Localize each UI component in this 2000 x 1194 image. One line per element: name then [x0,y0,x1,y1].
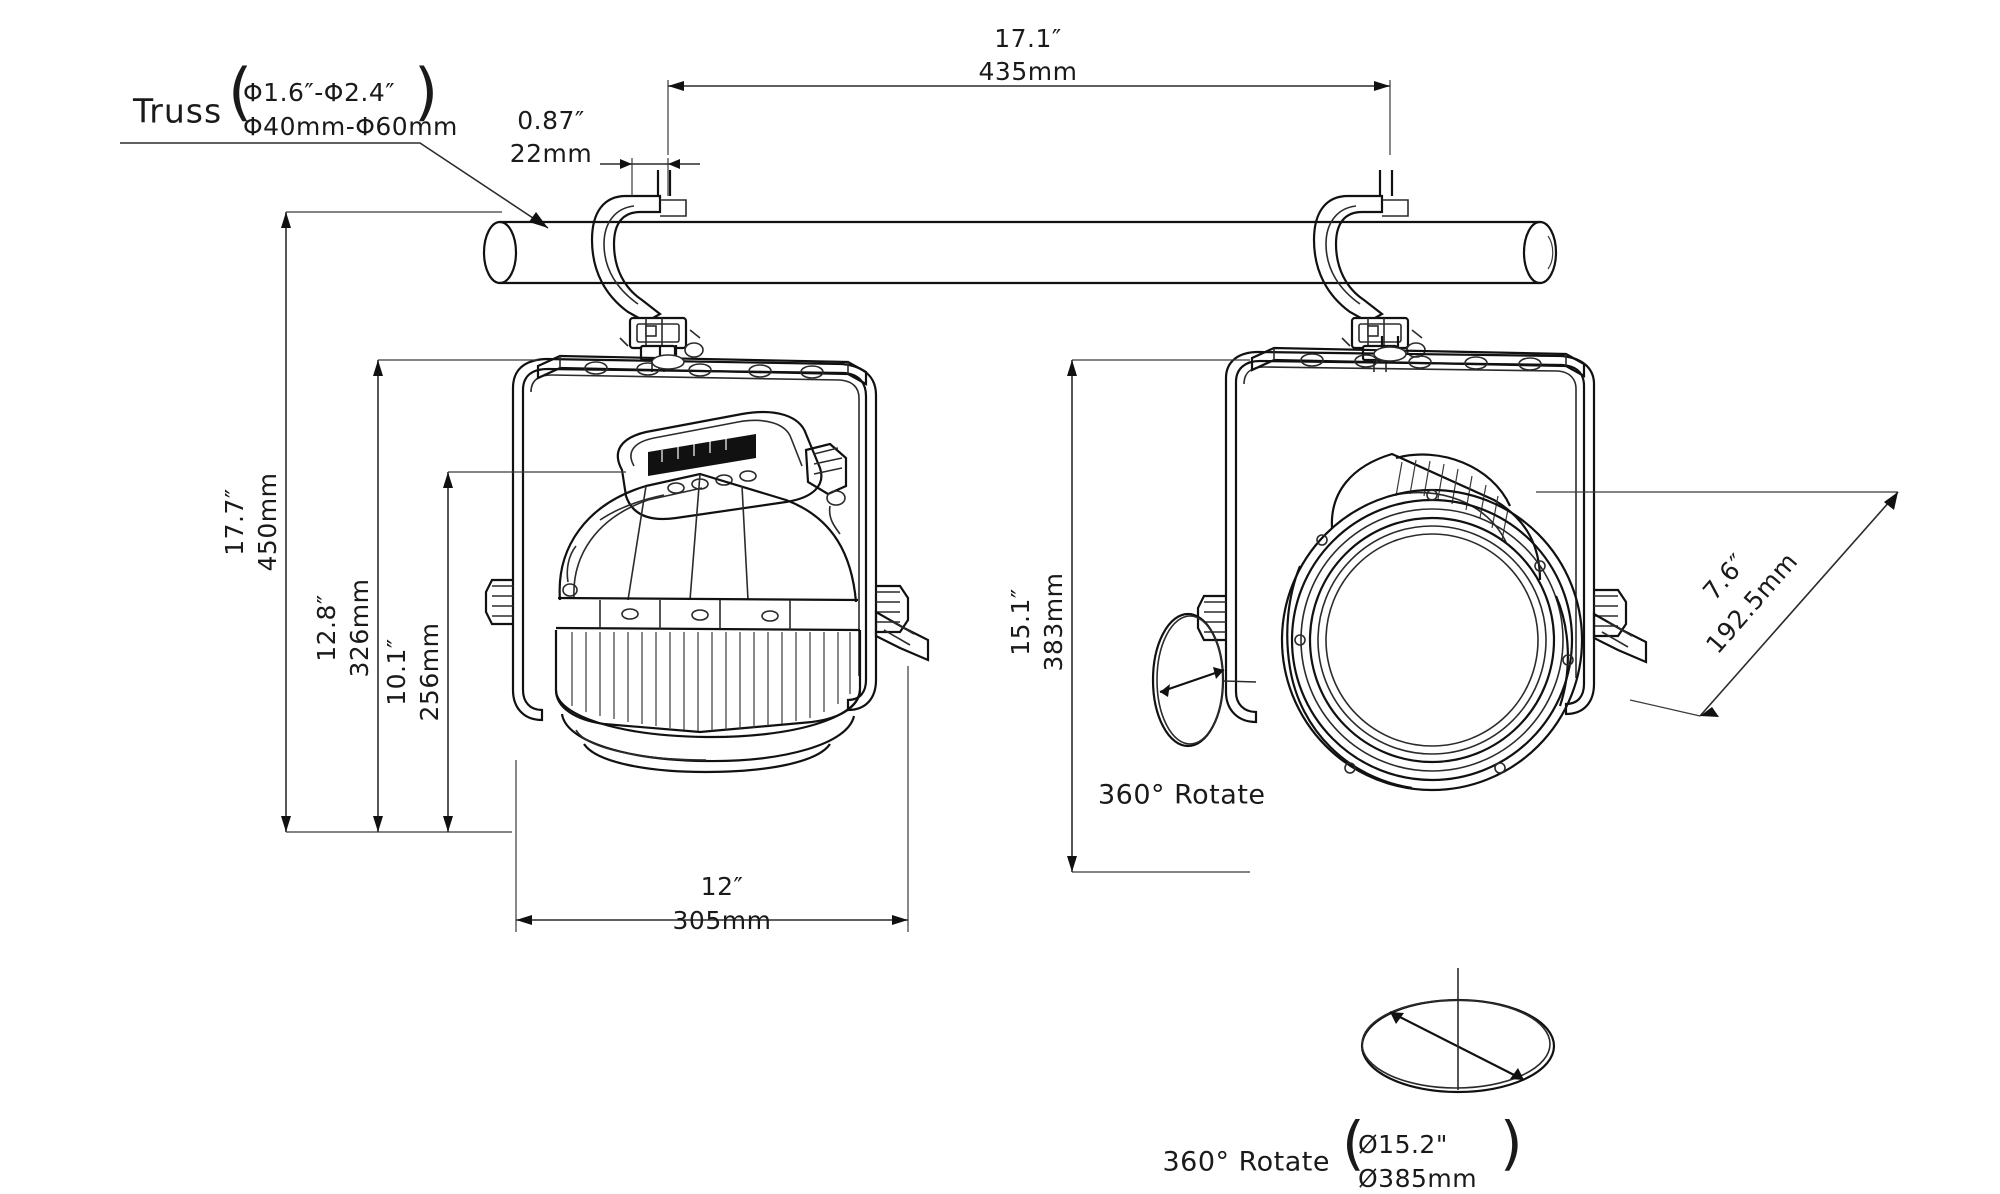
housing-height-mm: 256mm [415,623,444,722]
dim-front-height [1067,359,1250,873]
overall-height-inches: 17.7″ [220,488,249,556]
clamp-spacing-mm: 435mm [979,57,1078,86]
overall-height-mm: 450mm [253,473,282,572]
truss-paren-close: ) [414,55,438,128]
rotate-side-label: 360° Rotate [1098,780,1266,811]
dim-width [515,666,909,932]
rotate-ellipse-side [1151,612,1257,748]
rotate-diameter-inches: Ø15.2" [1358,1130,1448,1159]
truss-leader [120,142,549,229]
dim-body-height [373,359,538,832]
rotate-bottom-paren-close: ) [1500,1109,1523,1177]
clamp-offset-inches: 0.87″ [517,106,585,135]
dim-clamp-spacing [667,80,1391,155]
fixture-rear-view [484,345,930,774]
clamp-offset-mm: 22mm [510,139,593,168]
clamp-spacing-inches: 17.1″ [994,24,1062,53]
dim-lens-depth [1536,491,1899,717]
housing-height-inches: 10.1″ [382,638,411,706]
fixture-front-view [1196,336,1648,792]
truss-diameter-inches: Φ1.6″-Φ2.4″ [243,78,395,107]
truss-paren-open: ( [228,55,252,128]
rotate-diameter-mm: Ø385mm [1358,1164,1477,1193]
dim-overall-height [281,211,512,833]
width-mm: 305mm [673,906,772,935]
dim-clamp-offset [600,158,700,196]
front-height-inches: 15.1″ [1006,588,1035,656]
rotate-ellipse-bottom [1360,968,1556,1094]
rotate-bottom-paren-open: ( [1342,1109,1365,1177]
rotate-bottom-label: 360° Rotate [1162,1147,1330,1178]
body-height-mm: 326mm [345,579,374,678]
width-inches: 12″ [701,872,744,901]
front-height-mm: 383mm [1039,573,1068,672]
body-height-inches: 12.8″ [312,594,341,662]
truss-label-name: Truss [132,92,222,131]
truss-tube [482,220,1558,285]
truss-diameter-mm: Φ40mm-Φ60mm [243,112,458,141]
dim-housing-height [443,471,626,832]
